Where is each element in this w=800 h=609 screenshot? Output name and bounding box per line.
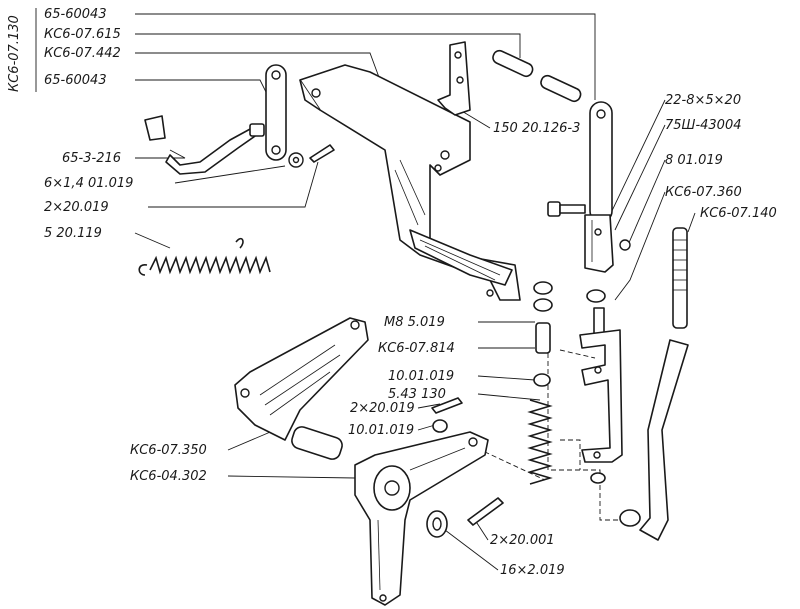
washer-left: [288, 152, 304, 168]
group-code-label: КС6-07.130: [7, 15, 22, 92]
washer-10-lower: [432, 419, 448, 433]
label-ks6-07-140: КС6-07.140: [700, 206, 777, 221]
label-ks6-07-442: КС6-07.442: [44, 46, 121, 61]
vertical-bracket-part: [579, 307, 623, 484]
threaded-rod-part: [672, 227, 688, 329]
upper-bracket-part: [299, 64, 521, 301]
label-ks6-07-615: КС6-07.615: [44, 27, 121, 42]
label-5-20-119: 5 20.119: [44, 226, 102, 241]
label-65-60043-left: 65-60043: [44, 73, 107, 88]
bent-link-end: [619, 509, 641, 527]
label-ks6-07-350: КС6-07.350: [130, 443, 207, 458]
crank-rod-part: [144, 115, 265, 175]
cotter-pin-left: [309, 144, 335, 163]
small-nut-part: [619, 239, 631, 251]
bent-link-part: [639, 339, 689, 541]
coil-spring-part: [527, 399, 553, 485]
label-m8-5-019: М8 5.019: [384, 315, 445, 330]
label-150-20-126-3: 150 20.126-3: [493, 121, 580, 136]
label-ks6-04-302: КС6-04.302: [130, 469, 207, 484]
nut-parts: [533, 281, 606, 312]
label-ks6-07-814: КС6-07.814: [378, 341, 455, 356]
clevis-part: [584, 214, 614, 273]
washer-10-upper: [533, 373, 551, 387]
left-link-part: [265, 64, 287, 161]
cotter-pin-lower: [467, 497, 504, 526]
cotter-pin-mid: [431, 397, 463, 414]
small-bracket-part: [437, 41, 471, 116]
lever-plate-part: [234, 317, 369, 460]
bell-crank-part: [354, 431, 489, 606]
long-spring-part: [138, 237, 271, 276]
label-10-01-019-lower: 10.01.019: [348, 423, 414, 438]
washer-16-part: [426, 510, 448, 538]
label-2x20-019-mid: 2×20.019: [350, 401, 415, 416]
label-65-60043-top: 65-60043: [44, 7, 107, 22]
sleeve-part: [535, 322, 551, 354]
leader-lines: [134, 13, 696, 571]
label-2x20-019-top: 2×20.019: [44, 200, 109, 215]
label-65-3-216: 65-3-216: [62, 151, 121, 166]
label-6x1-4-01-019: 6×1,4 01.019: [44, 176, 133, 191]
part-labels: 65-60043 КС6-07.615 КС6-07.442 65-60043 …: [44, 7, 777, 578]
label-22-8x5x20: 22-8×5×20: [665, 93, 741, 108]
label-8-01-019: 8 01.019: [665, 153, 723, 168]
label-75sh-43004: 75Ш-43004: [665, 118, 742, 133]
label-5-43-130: 5.43 130: [388, 387, 446, 402]
pin-parts: [492, 49, 582, 103]
label-2x20-001: 2×20.001: [490, 533, 555, 548]
label-16x2-019: 16×2.019: [500, 563, 565, 578]
label-ks6-07-360: КС6-07.360: [665, 185, 742, 200]
assembly-dash-lines: [469, 345, 630, 521]
label-10-01-019-upper: 10.01.019: [388, 369, 454, 384]
right-link-part: [589, 101, 613, 223]
bolt-part: [547, 201, 586, 217]
